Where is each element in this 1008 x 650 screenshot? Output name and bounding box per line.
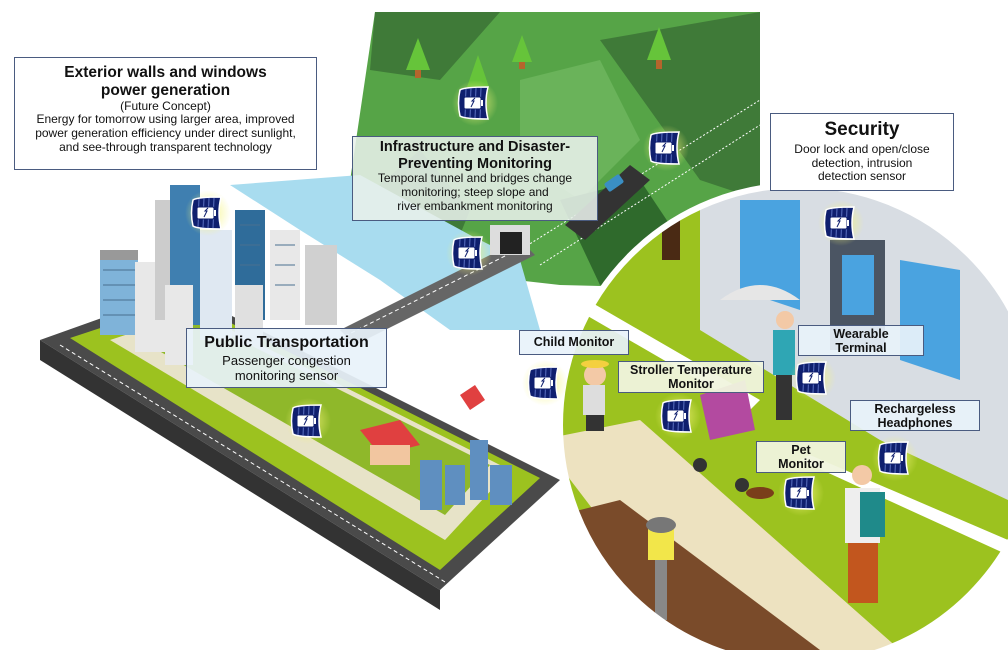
label-stroller-temperature-monitor: Stroller Temperature Monitor: [618, 361, 764, 393]
label-text: Monitor: [668, 377, 714, 392]
dog-figure: [746, 487, 774, 499]
label-text: Terminal: [835, 341, 887, 356]
callout-desc: detection sensor: [817, 169, 907, 184]
callout-desc: monitoring; steep slope and: [401, 185, 549, 200]
flexible-solar-sensor-icon: [185, 190, 231, 236]
callout-infrastructure: Infrastructure and Disaster- Preventing …: [352, 136, 598, 221]
flexible-solar-sensor-icon: [872, 435, 918, 481]
callout-subtitle: (Future Concept): [120, 98, 211, 113]
flexible-solar-sensor-icon: [285, 398, 331, 444]
callout-desc: Passenger congestion: [222, 353, 351, 369]
stroller-figure: [693, 380, 755, 492]
label-text: Rechargeless: [874, 402, 956, 416]
skyscrapers: [100, 185, 512, 510]
flexible-solar-sensor-icon: [446, 230, 492, 276]
callout-title: Security: [824, 119, 900, 140]
flexible-solar-sensor-icon: [643, 125, 689, 171]
callout-security: Security Door lock and open/close detect…: [770, 113, 954, 191]
tree-icon: [647, 27, 671, 69]
callout-title: Exterior walls and windows: [64, 64, 267, 81]
label-wearable-terminal: Wearable Terminal: [798, 325, 924, 356]
tree-icon: [512, 35, 532, 69]
street-lamp: [646, 517, 676, 620]
label-child-monitor: Child Monitor: [519, 330, 629, 355]
callout-title: Infrastructure and Disaster-: [379, 139, 571, 155]
flexible-solar-sensor-icon: [778, 470, 824, 516]
callout-desc: Energy for tomorrow using larger area, i…: [36, 112, 295, 127]
woman-figure: [720, 285, 800, 420]
flexible-solar-sensor-icon: [655, 393, 701, 439]
label-text: Stroller Temperature: [629, 363, 753, 377]
label-text: Pet: [791, 443, 811, 457]
callout-desc: monitoring sensor: [234, 368, 339, 384]
flexible-solar-sensor-icon: [522, 360, 568, 406]
flexible-solar-sensor-icon: [452, 80, 498, 126]
callout-exterior-walls: Exterior walls and windows power generat…: [14, 57, 317, 170]
child-figure: [581, 360, 609, 431]
label-text: Child Monitor: [533, 335, 615, 349]
label-text: Monitor: [778, 457, 824, 472]
callout-desc: Temporal tunnel and bridges change: [377, 171, 573, 186]
label-rechargeless-headphones: Rechargeless Headphones: [850, 400, 980, 431]
callout-public-transportation: Public Transportation Passenger congesti…: [186, 328, 387, 388]
callout-title: Preventing Monitoring: [398, 155, 552, 172]
flexible-solar-sensor-icon: [818, 200, 864, 246]
callout-title: power generation: [100, 81, 231, 99]
label-pet-monitor: Pet Monitor: [756, 441, 846, 473]
flexible-solar-sensor-icon: [790, 355, 836, 401]
callout-desc: Door lock and open/close: [794, 141, 930, 156]
callout-desc: power generation efficiency under direct…: [35, 126, 296, 141]
label-text: Headphones: [877, 416, 953, 431]
callout-desc: detection, intrusion: [811, 155, 913, 170]
label-text: Wearable: [833, 327, 889, 341]
callout-title: Public Transportation: [204, 334, 369, 351]
man-figure: [845, 465, 885, 603]
callout-desc: river embankment monitoring: [397, 198, 553, 213]
callout-desc: and see-through transparent technology: [59, 140, 272, 155]
tree-icon: [406, 38, 430, 78]
